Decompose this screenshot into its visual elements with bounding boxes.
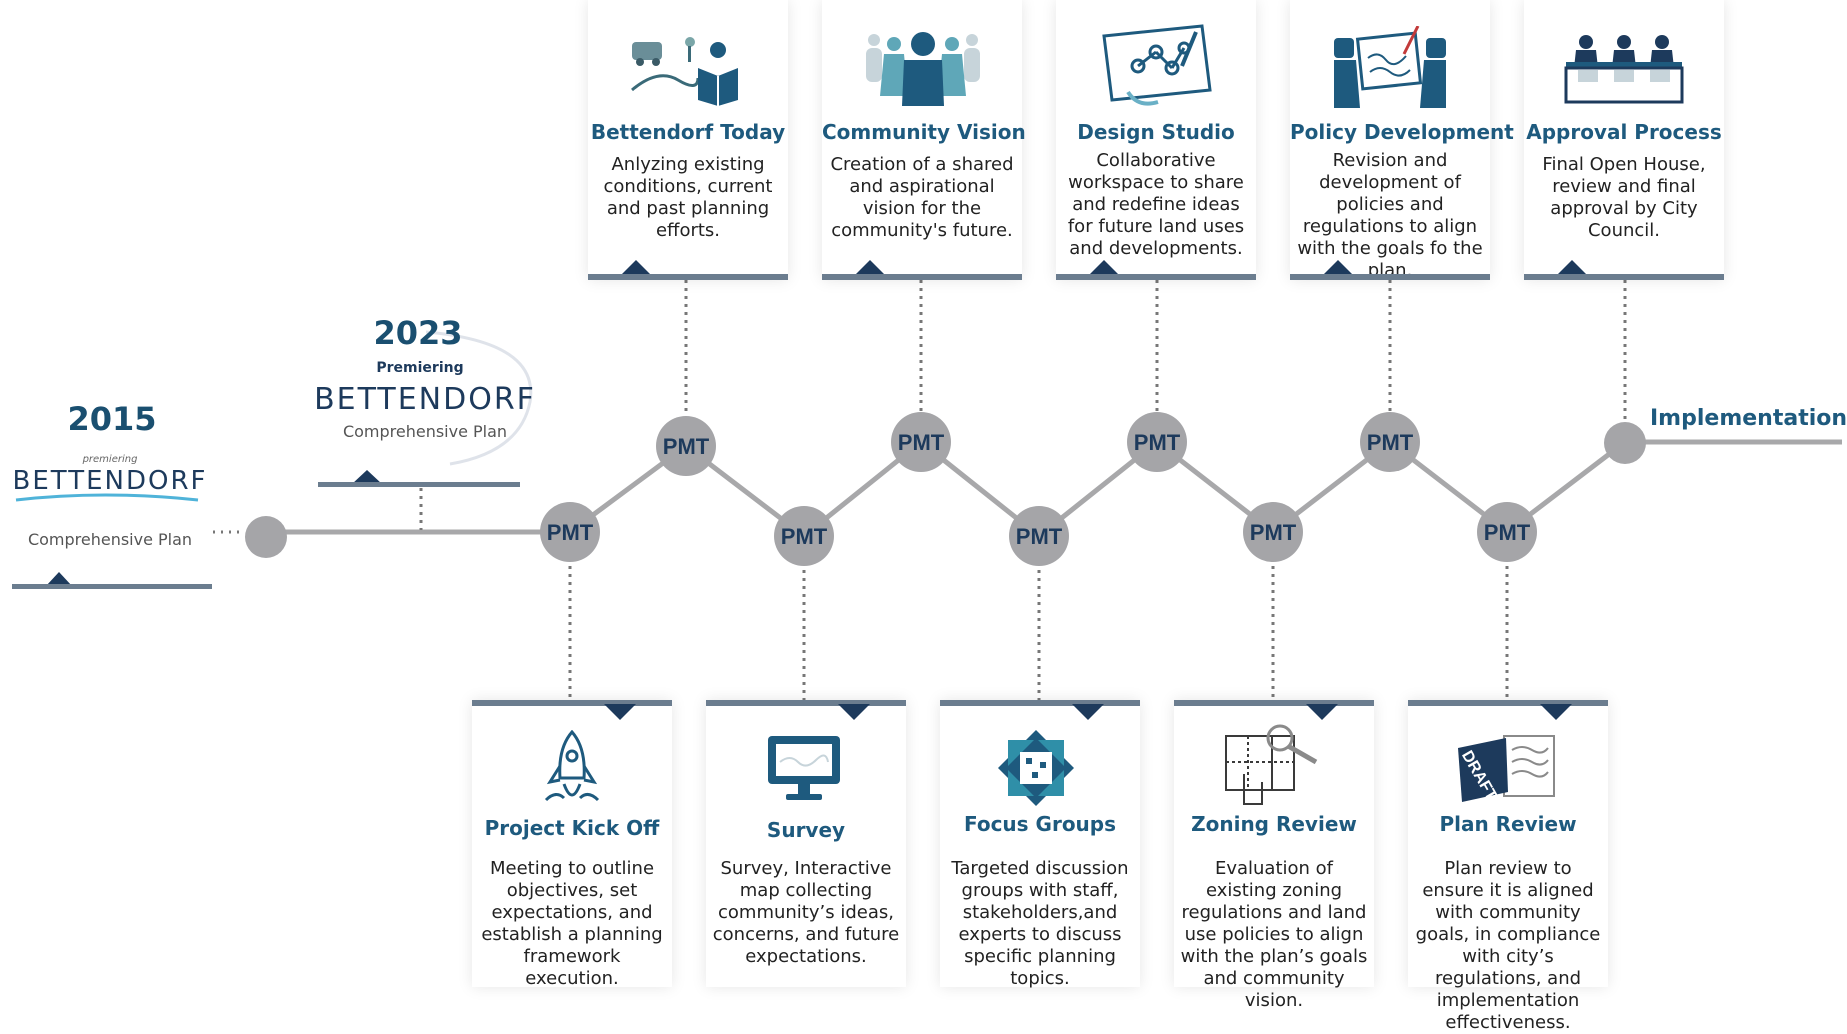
step-description: Survey, Interactive map collecting commu… [712,858,900,967]
draft-document-icon: DRAFT [1458,735,1555,804]
start-node [245,516,287,558]
svg-text:PMT: PMT [547,520,594,545]
step-description: Anlyzing existing conditions, current an… [603,154,773,241]
svg-text:PMT: PMT [663,434,710,459]
step-title: Bettendorf Today [590,120,786,144]
step-description: Meeting to outline objectives, set expec… [481,858,663,989]
pmt-node: PMT [891,412,951,472]
focus-group-icon [998,730,1074,806]
pmt-node: PMT [774,506,834,566]
step-description: Plan review to ensure it is aligned with… [1415,858,1601,1033]
implementation-label: Implementation [1650,406,1847,431]
svg-text:PMT: PMT [1250,520,1297,545]
milestone-bar-2015 [12,572,212,589]
step-description: Evaluation of existing zoning regulation… [1180,858,1368,1011]
step-card-plan-review: DRAFT Plan Review Plan review to ensure … [1408,700,1608,1033]
step-card-focus-groups: Focus Groups Targeted discussion groups … [940,700,1140,989]
monitor-icon [768,736,840,800]
step-card-community-vision: Community Vision Creation of a shared an… [822,0,1026,280]
step-card-approval-process: Approval Process Final Open House, revie… [1524,0,1724,280]
comprehensive-plan-2023: Comprehensive Plan [342,422,508,441]
bottom-card-bars [472,700,1608,720]
step-card-design-studio: Design Studio Collaborative workspace to… [1056,0,1256,280]
year-2015: 2015 [67,400,157,438]
design-sketch-icon [1102,24,1212,106]
top-card-bars [588,260,1724,280]
year-2023: 2023 [373,314,463,352]
premiering-tag-2023: Premiering [376,360,464,376]
svg-text:PMT: PMT [1016,524,1063,549]
svg-text:PMT: PMT [1484,520,1531,545]
policy-board-icon [1334,26,1446,108]
timeline-diagram: PMT PMT PMT PMT PMT PMT PMT PMT PMT 2015… [12,0,1847,1033]
card-bar [1056,260,1256,280]
step-card-policy-development: Policy Development Revision and developm… [1290,0,1514,281]
zoning-map-icon [1225,724,1318,805]
step-title: Approval Process [1526,120,1722,144]
svg-text:PMT: PMT [1367,430,1414,455]
step-card-survey: Survey Survey, Interactive map collectin… [706,700,906,987]
timeline-nodes: PMT PMT PMT PMT PMT PMT PMT PMT PMT [245,412,1646,566]
pmt-node: PMT [1360,412,1420,472]
card-bar [706,700,906,720]
pmt-node: PMT [1477,502,1537,562]
step-title: Survey [766,818,846,842]
pmt-node: PMT [1243,502,1303,562]
zigzag-line [568,438,1627,540]
swoosh-decoration-icon [425,330,533,466]
pmt-node: PMT [1127,412,1187,472]
svg-text:PMT: PMT [1134,430,1181,455]
end-node [1604,422,1646,464]
pmt-node: PMT [656,416,716,476]
step-description: Collaborative workspace to share and red… [1067,150,1245,259]
pmt-node: PMT [540,502,600,562]
step-description: Final Open House, review and final appro… [1542,154,1706,241]
community-people-icon [866,32,980,106]
reading-book-icon [631,37,738,106]
step-card-project-kick-off: Project Kick Off Meeting to outline obje… [472,700,672,989]
card-bar [940,700,1140,720]
card-bar [1408,700,1608,720]
step-title: Policy Development [1290,120,1514,144]
card-bar [1174,700,1374,720]
comprehensive-plan-2015: Comprehensive Plan [27,530,193,549]
council-table-icon [1564,35,1684,104]
step-description: Creation of a shared and aspirational vi… [830,154,1014,241]
step-card-bettendorf-today: Bettendorf Today Anlyzing existing condi… [588,0,788,280]
step-title: Zoning Review [1191,812,1357,836]
bettendorf-logo-2015: BETTENDORF [12,466,208,496]
card-bar [472,700,672,720]
rocket-icon [544,730,600,802]
timeline-connectors [213,280,1842,700]
step-description: Targeted discussion groups with staff, s… [951,858,1129,989]
card-bar [588,260,788,280]
step-title: Design Studio [1077,120,1235,144]
svg-text:PMT: PMT [898,430,945,455]
pmt-node: PMT [1009,506,1069,566]
card-bar [1290,260,1490,280]
step-card-zoning-review: Zoning Review Evaluation of existing zon… [1174,700,1374,1011]
svg-text:PMT: PMT [781,524,828,549]
card-bar [1524,260,1724,280]
logo-swoosh-icon [15,493,199,502]
card-bar [822,260,1022,280]
step-title: Plan Review [1439,812,1577,836]
step-title: Focus Groups [963,812,1117,836]
step-title: Project Kick Off [484,816,660,840]
step-title: Community Vision [822,120,1026,144]
step-description: Revision and development of policies and… [1297,150,1483,281]
bettendorf-logo-2023: BETTENDORF [314,382,536,417]
premiering-tag-2015: premiering [82,454,138,465]
milestone-bar-2023 [318,470,520,487]
